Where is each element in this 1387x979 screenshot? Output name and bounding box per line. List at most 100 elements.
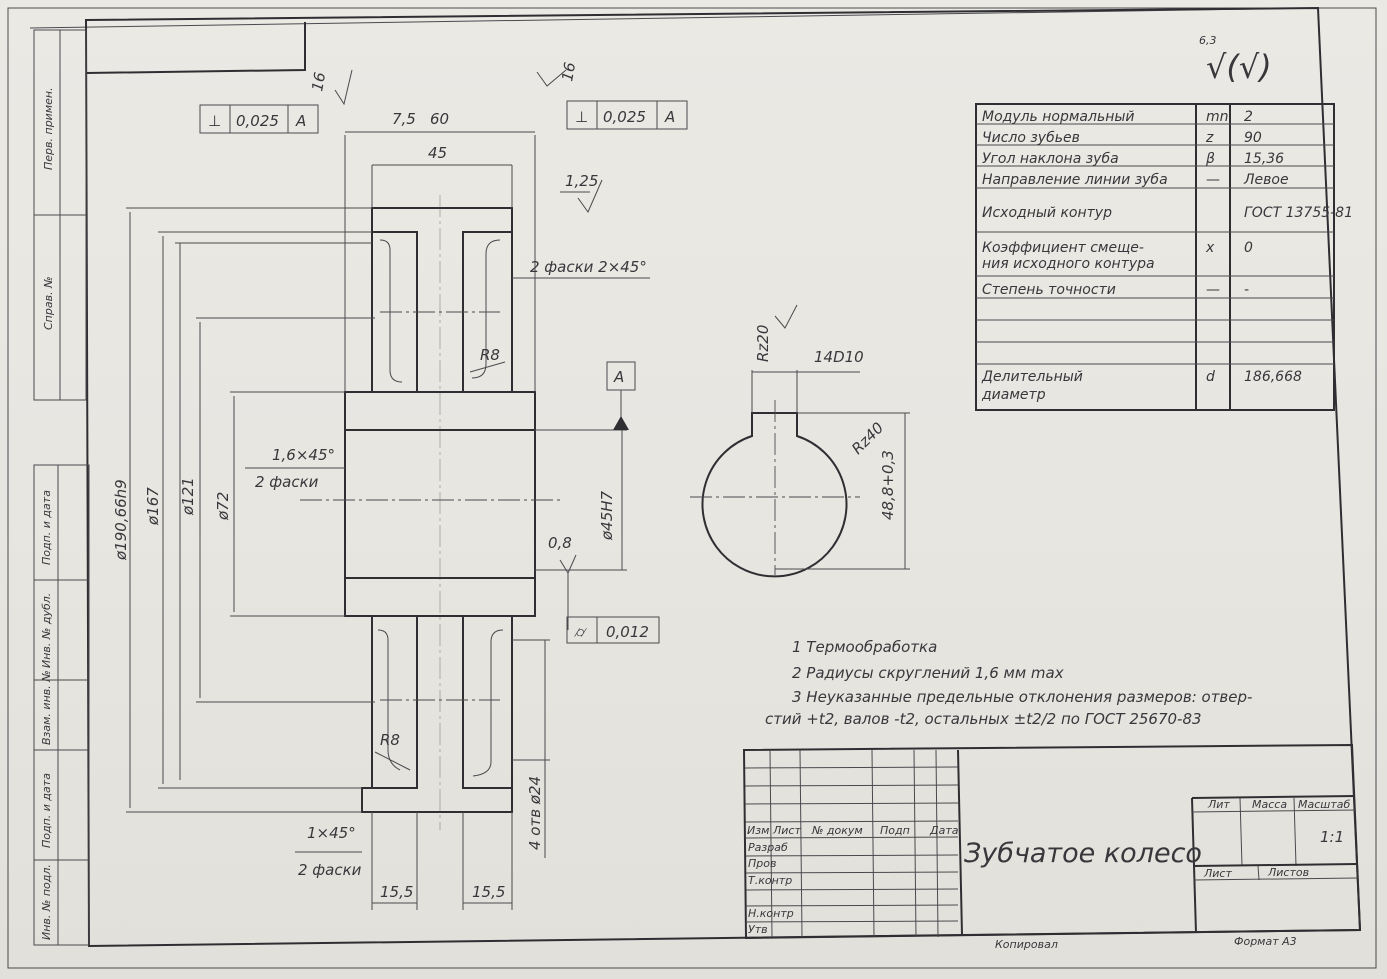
- param-name: Степень точности: [982, 282, 1116, 298]
- tb-col-3: № докум: [811, 824, 863, 837]
- param-sym: mn: [1206, 109, 1229, 125]
- note-3: 3 Неуказанные предельные отклонения разм…: [792, 688, 1252, 706]
- param-val: 186,668: [1244, 369, 1302, 385]
- radius-1: R8: [480, 346, 500, 364]
- param-sym: —: [1206, 282, 1220, 298]
- side-label-2: Справ. №: [42, 276, 55, 330]
- rough-r2: 16: [558, 61, 579, 83]
- chamfer-3b: 2 фаски: [298, 861, 362, 879]
- technical-notes: 1 Термообработка 2 Радиусы скруглений 1,…: [765, 638, 1252, 728]
- dim-d4: ø72: [214, 492, 232, 521]
- param-val: 2: [1244, 109, 1253, 125]
- tb-scale: Масштаб: [1298, 798, 1350, 811]
- tb-scale-value: 1:1: [1320, 828, 1344, 846]
- param-val: ГОСТ 13755-81: [1244, 205, 1353, 221]
- tolerance-frames: ⊥ 0,025 A ⊥ 0,025 A ⌭ 0,012 A 0,8: [199, 100, 688, 644]
- chamfer-2b: 2 фаски: [255, 473, 319, 491]
- dim-w1: 7,5: [392, 110, 416, 128]
- note-4: стий +t2, валов -t2, остальных ±t2/2 по …: [765, 710, 1202, 728]
- param-sym: β: [1205, 151, 1215, 167]
- datum-label: A: [613, 368, 624, 386]
- width-dims: 7,5 60 45 16 16 1,25: [308, 61, 603, 392]
- param-name: Исходный контур: [982, 205, 1112, 221]
- tb-sheets: Листов: [1267, 866, 1309, 879]
- drawing-title: Зубчатое колесо: [964, 838, 1202, 869]
- side-label-5: Взам. инв. №: [40, 670, 53, 745]
- param-name: Угол наклона зуба: [982, 151, 1119, 167]
- gear-section: [300, 195, 560, 830]
- tb-col-1: Изм: [747, 824, 769, 837]
- general-roughness: 6,3 √(√): [1199, 34, 1272, 86]
- key-height: 48,8+0,3: [879, 450, 897, 520]
- svg-text:⊥: ⊥: [575, 108, 588, 126]
- roughness-value: 6,3: [1199, 34, 1217, 47]
- param-val: -: [1244, 282, 1249, 298]
- tb-row-5: Утв: [748, 923, 768, 936]
- rough-r1: 16: [308, 71, 329, 93]
- tb-row-3: Т.контр: [748, 874, 792, 887]
- roughness-symbol: √(√): [1206, 48, 1272, 86]
- chamfer-notes: 2 фаски 2×45° 1,6×45° 2 фаски 1×45° 2 фа…: [245, 258, 650, 879]
- param-sym: d: [1206, 369, 1215, 385]
- tol3-value: 0,012: [606, 623, 649, 641]
- side-stamp-strip: Перв. примен. Справ. № Подп. и дата Инв.…: [33, 29, 90, 946]
- diameter-dims: ø190,66h9 ø167 ø121 ø72 ø45H7: [112, 207, 627, 813]
- chamfer-3a: 1×45°: [307, 824, 356, 842]
- side-label-3: Подп. и дата: [40, 490, 53, 565]
- tb-col-2: Лист: [772, 824, 801, 837]
- param-val: 90: [1244, 130, 1262, 146]
- dim-w3: 45: [428, 144, 447, 162]
- param-val: 15,36: [1244, 151, 1284, 167]
- bottom-dims: 15,5 15,5 4 отв ø24: [371, 639, 550, 910]
- param-name: ния исходного контура: [982, 256, 1155, 272]
- param-val: 0: [1244, 240, 1253, 256]
- dim-d3: ø121: [179, 477, 197, 516]
- param-name: Коэффициент смеще-: [982, 240, 1144, 256]
- param-name: Модуль нормальный: [982, 109, 1135, 125]
- dim-b1: 15,5: [380, 883, 413, 901]
- tb-row-4: Н.контр: [748, 907, 794, 920]
- tol2-value: 0,025: [603, 108, 646, 126]
- param-name: Делительный: [981, 369, 1083, 385]
- rough-r3: 1,25: [565, 172, 598, 190]
- keyway-view: 14D10 Rz20 48,8+0,3 Rz40: [690, 304, 910, 578]
- param-sym: z: [1205, 130, 1214, 146]
- tb-row-2: Пров: [748, 857, 776, 870]
- tb-format: Формат А3: [1234, 935, 1297, 948]
- dim-w2: 60: [430, 110, 449, 128]
- note-2: 2 Радиусы скруглений 1,6 мм max: [792, 664, 1064, 682]
- tol2-ref: A: [664, 108, 675, 126]
- tol1-ref: A: [295, 112, 306, 130]
- radius-2: R8: [380, 731, 400, 749]
- param-sym: —: [1206, 172, 1220, 188]
- parameters-table: [975, 103, 1335, 411]
- tb-sheet: Лист: [1203, 867, 1232, 880]
- note-1: 1 Термообработка: [792, 638, 937, 656]
- side-label-7: Инв. № подл.: [40, 864, 53, 940]
- title-block: Изм Лист № докум Подп Дата Разраб Пров Т…: [742, 743, 1362, 951]
- rough-r4: 0,8: [548, 534, 572, 552]
- tb-row-1: Разраб: [748, 841, 788, 854]
- dim-bore: ø45H7: [598, 490, 616, 541]
- key-width: 14D10: [814, 348, 864, 366]
- svg-text:⌭: ⌭: [574, 623, 587, 641]
- tb-lit: Лит: [1207, 798, 1230, 811]
- param-name: Число зубьев: [982, 130, 1080, 146]
- dim-d1: ø190,66h9: [112, 479, 130, 561]
- chamfer-1: 2 фаски 2×45°: [530, 258, 647, 276]
- side-label-4: Инв. № дубл.: [40, 593, 53, 668]
- param-name: диаметр: [981, 387, 1046, 403]
- param-sym: x: [1205, 240, 1215, 256]
- param-val: Левое: [1243, 172, 1289, 188]
- svg-text:⊥: ⊥: [208, 112, 221, 130]
- tol1-value: 0,025: [236, 112, 279, 130]
- chamfer-2a: 1,6×45°: [272, 446, 335, 464]
- dim-d2: ø167: [144, 487, 162, 526]
- tb-col-4: Подп: [880, 824, 910, 837]
- side-label-1: Перв. примен.: [42, 87, 55, 170]
- sheet-frame: [7, 6, 1377, 969]
- side-label-6: Подп. и дата: [40, 773, 53, 848]
